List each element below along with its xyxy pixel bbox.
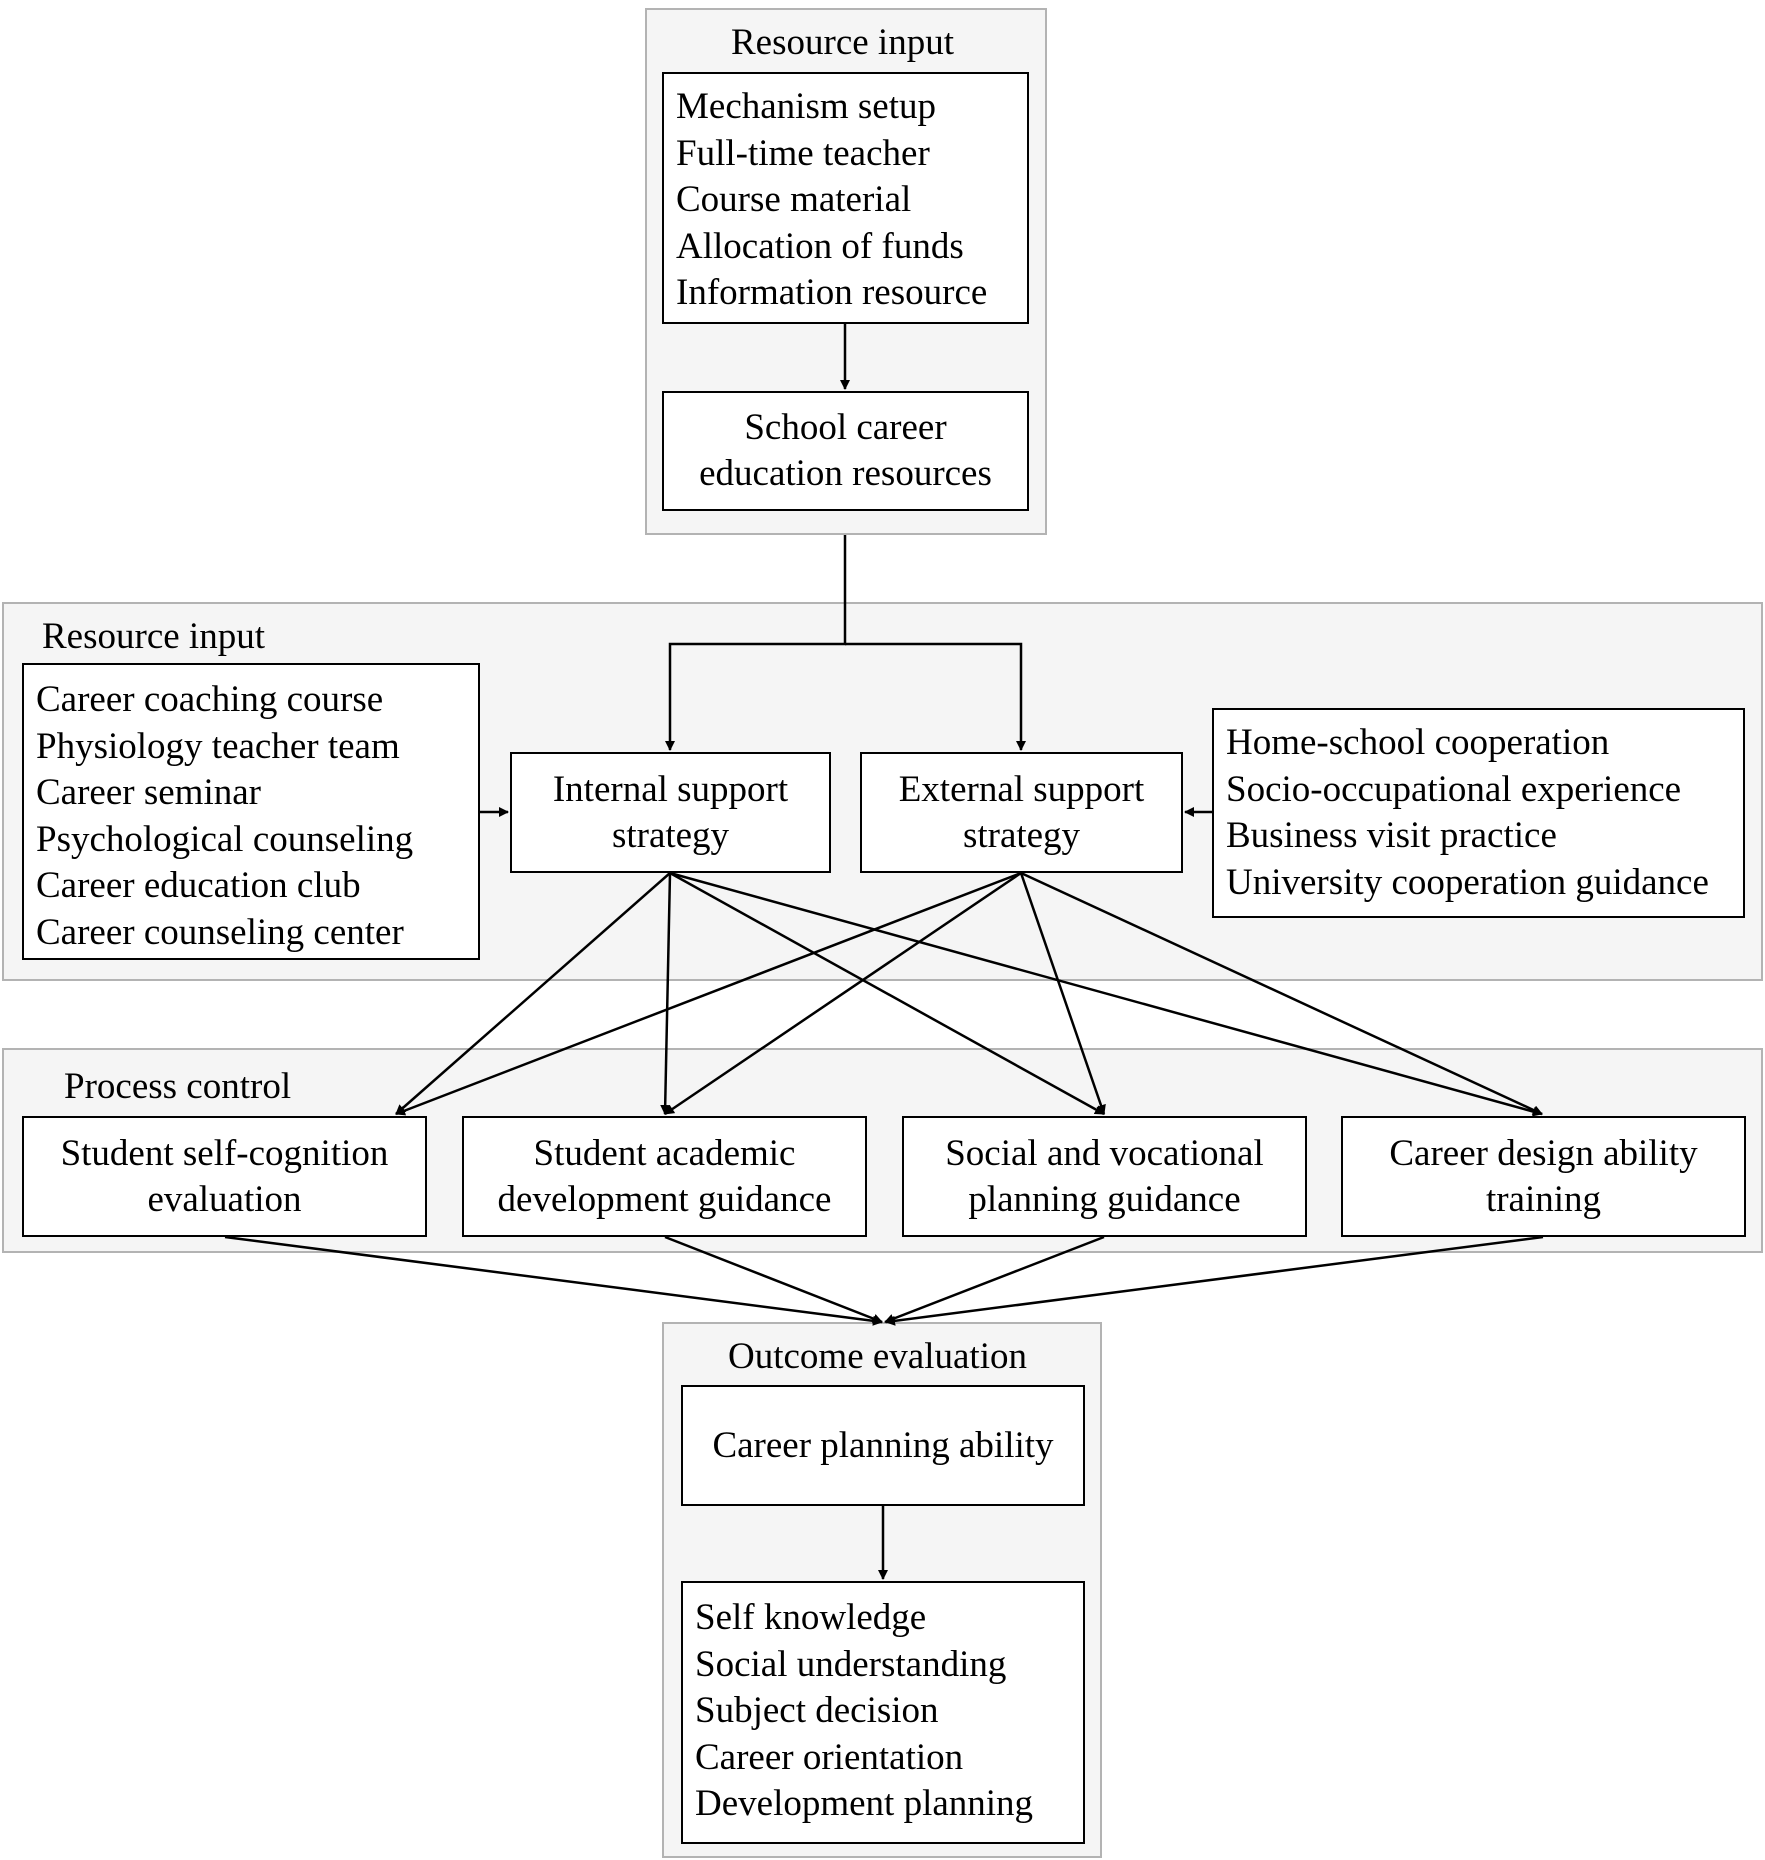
internal-resource-line: Career counseling center [36,911,404,953]
mechanism-line: Mechanism setup [676,86,936,127]
social-vocational-line: Social and vocational [945,1132,1264,1174]
arrow-internal-to-social [669,871,1105,1116]
internal-strategy-box: Internal support strategy [510,752,831,873]
process-panel-title: Process control [64,1066,292,1107]
mechanism-box: Mechanism setup Full-time teacher Course… [662,72,1029,324]
career-design-box: Career design ability training [1341,1116,1746,1237]
internal-resource-line: Career education club [36,865,361,906]
arrow-internal-to-academic [660,872,672,1115]
arrow-internal-to-design [669,871,1543,1117]
mechanism-line: Information resource [676,272,988,313]
school-resources-box: School career education resources [662,391,1029,511]
self-cognition-line: evaluation [147,1178,302,1220]
mechanism-line: Allocation of funds [676,225,964,267]
career-planning-box: Career planning ability [681,1385,1085,1506]
arrow-external-to-academic [664,871,1022,1116]
outcome-panel-title: Outcome evaluation [728,1336,1027,1377]
school-resources-line: School career [744,407,947,448]
arrow-self-cognition-to-outcome [224,1235,883,1326]
career-design-line: training [1485,1178,1602,1220]
internal-resource-line: Physiology teacher team [36,725,400,767]
outcome-line: Subject decision [695,1690,939,1731]
internal-strategy-line: strategy [611,814,730,856]
internal-resource-line: Psychological counseling [36,818,414,860]
academic-guidance-line: Student academic [533,1132,796,1174]
connector-school-to-split [665,535,847,751]
internal-strategy-line: Internal support [552,768,789,810]
outcome-line: Self knowledge [695,1597,927,1638]
career-design-line: Career design ability [1389,1132,1698,1174]
middle-panel-title: Resource input [42,616,265,657]
outcome-line: Development planning [695,1783,1034,1824]
social-vocational-box: Social and vocational planning guidance [902,1116,1307,1237]
academic-guidance-line: development guidance [497,1178,832,1220]
internal-resources-box: Career coaching course Physiology teache… [22,663,480,960]
arrow-external-to-design [1020,871,1543,1116]
arrow-social-to-outcome [884,1235,1105,1324]
external-resource-line: University cooperation guidance [1226,861,1709,903]
arrow-design-to-outcome [885,1235,1544,1326]
arrow-external-to-self-cognition [395,871,1022,1116]
internal-resource-line: Career coaching course [36,679,384,720]
arrow-external-to-social [1019,872,1106,1115]
external-strategy-line: External support [898,768,1145,810]
external-resources-box: Home-school cooperation Socio-occupation… [1212,708,1745,918]
academic-guidance-box: Student academic development guidance [462,1116,867,1237]
outcome-line: Career orientation [695,1736,964,1778]
school-resources-line: education resources [699,453,992,494]
external-resource-line: Socio-occupational experience [1226,768,1682,810]
mechanism-line: Course material [676,179,912,220]
outcome-line: Social understanding [695,1643,1007,1685]
self-cognition-line: Student self-cognition [60,1132,389,1174]
external-strategy-box: External support strategy [860,752,1183,873]
arrow-internal-to-self-cognition [395,872,671,1115]
connector-split-to-external [845,642,1026,751]
external-resource-line: Home-school cooperation [1226,722,1610,763]
outcomes-box: Self knowledge Social understanding Subj… [681,1581,1085,1844]
mechanism-line: Full-time teacher [676,132,930,174]
external-resource-line: Business visit practice [1226,815,1557,856]
self-cognition-box: Student self-cognition evaluation [22,1116,427,1237]
arrow-academic-to-outcome [664,1235,883,1324]
external-strategy-line: strategy [962,814,1081,856]
social-vocational-line: planning guidance [968,1178,1241,1220]
internal-resource-line: Career seminar [36,772,261,813]
top-panel-title: Resource input [731,22,954,63]
career-planning-line: Career planning ability [712,1424,1054,1466]
